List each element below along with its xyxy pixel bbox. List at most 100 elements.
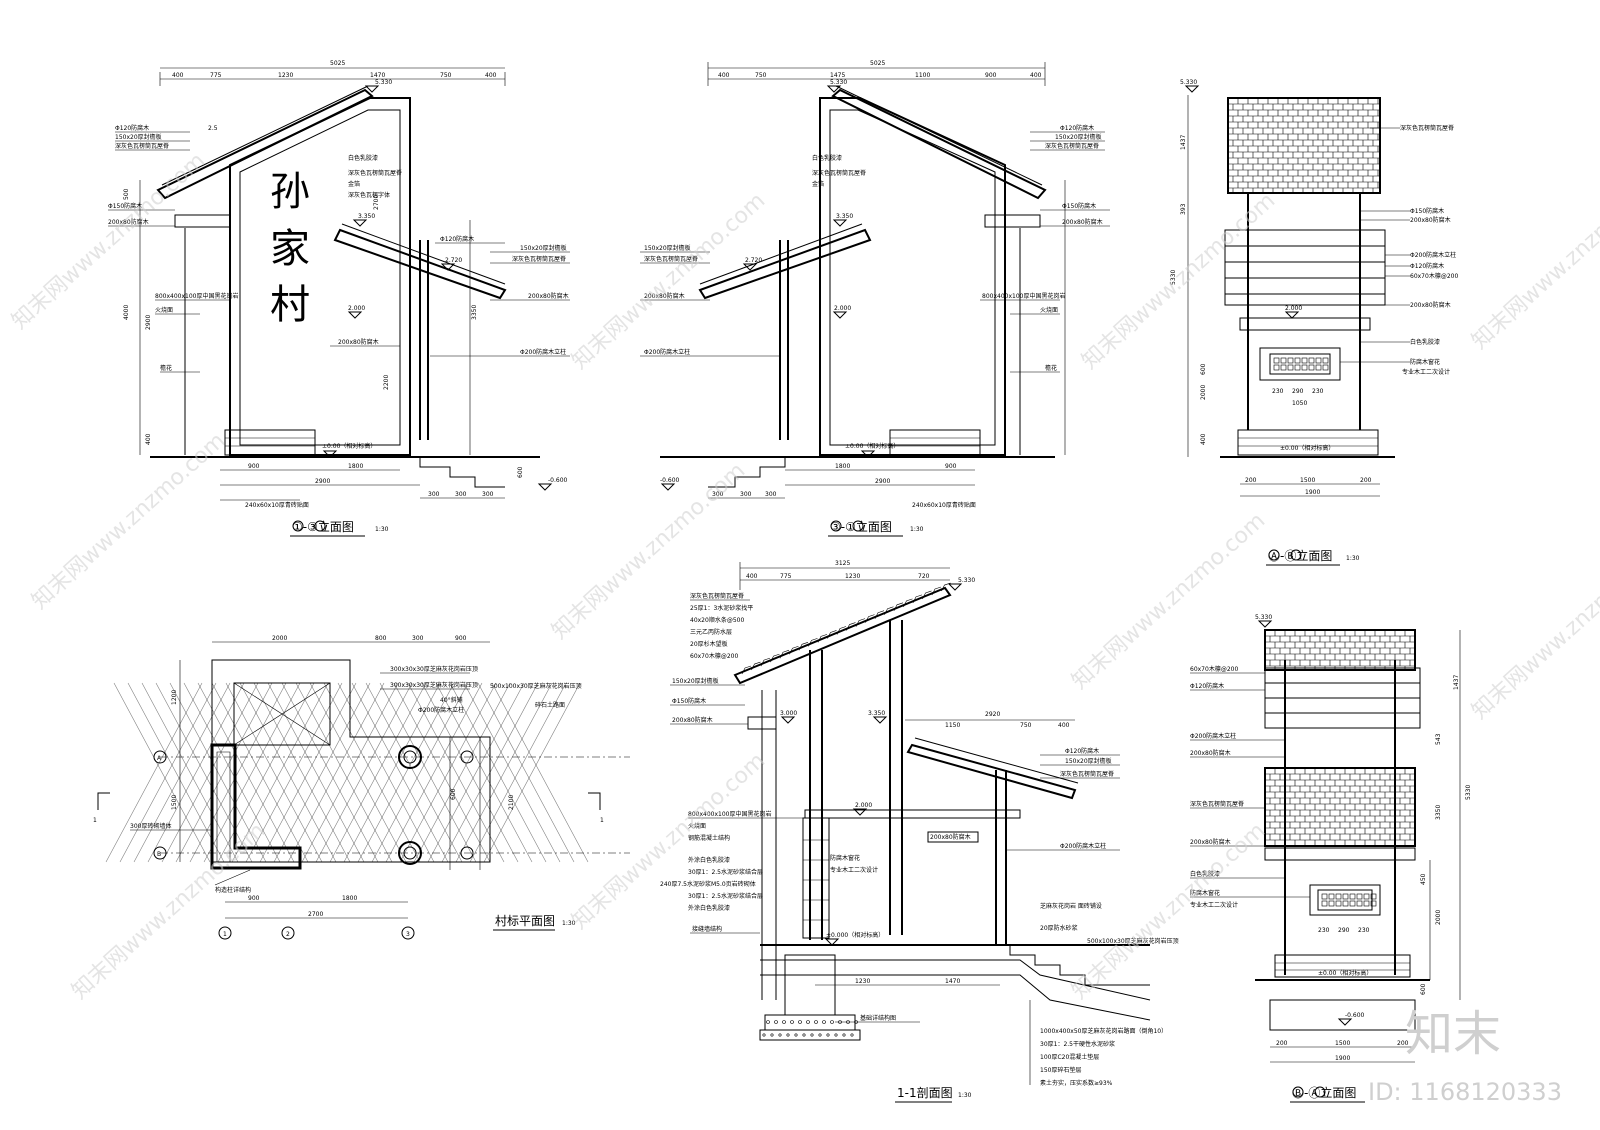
dim: 230 (1272, 388, 1284, 395)
dim: 300 (765, 491, 777, 498)
brick-base (224, 429, 316, 456)
callout: Φ120防腐木 (440, 235, 474, 243)
callout: 外涂白色乳胶漆 (688, 856, 730, 864)
callout: 800x400x100厚中国黑花岗岩 (982, 292, 1065, 300)
callout: 三元乙丙防水层 (690, 628, 732, 636)
level: ±0.00（相对标高） (322, 442, 376, 450)
callout: 200x80防腐木 (1062, 218, 1103, 226)
callout: 30厚1：2.5水泥砂浆结合层 (688, 868, 763, 876)
elevation-A-B: 200 1500 200 1900 230 290 230 1050 1437 … (1170, 79, 1458, 566)
dim: 1900 (1335, 1055, 1350, 1062)
caption: ①-③立面图 (292, 519, 354, 534)
dim: 400 (1030, 72, 1042, 79)
vdim: 400 (145, 433, 152, 445)
callout: Φ120防腐木 (1065, 747, 1099, 755)
vdim: 1200 (171, 690, 178, 705)
vdim: 393 (1180, 203, 1187, 215)
dim: 400 (172, 72, 184, 79)
callout: 火烧面 (155, 306, 173, 314)
dim: 750 (755, 72, 767, 79)
level: 2.000 (855, 802, 872, 809)
level: 5.330 (1180, 79, 1197, 86)
level: -0.600 (660, 477, 680, 484)
callout: 25厚1：3水泥砂浆找平 (690, 604, 753, 612)
callout: 100厚C20混凝土垫层 (1040, 1053, 1099, 1061)
note: 240x60x10厚青砖贴面 (245, 501, 309, 509)
level: 3.000 (780, 710, 797, 717)
callout: 防腐木窗花 (1410, 358, 1440, 366)
slope: 2.5 (208, 125, 218, 132)
vdim: 5330 (1170, 270, 1177, 285)
vdim: 500 (123, 188, 130, 200)
vdim: 2000 (1435, 910, 1442, 925)
callout: 基础详结构图 (860, 1014, 896, 1022)
level: 2.000 (348, 305, 365, 312)
dim: 290 (1292, 388, 1304, 395)
elevation-3-1: 5025 400 750 1475 1100 900 400 1800 900 … (640, 60, 1110, 537)
callout: Φ200防腐木立柱 (520, 348, 566, 356)
lower-roof-section (906, 743, 1077, 800)
dim: 200 (1276, 1040, 1288, 1047)
callout: Φ150防腐木 (1410, 207, 1444, 215)
dim: 2900 (315, 478, 330, 485)
note: 240x60x10厚青砖贴面 (912, 501, 976, 509)
level: ±0.00（相对标高） (845, 442, 899, 450)
section-left-labels: 深灰色瓦楞筒瓦屋脊 25厚1：3水泥砂浆找平 40x20顺水条@500 三元乙丙… (660, 592, 803, 934)
dim: 750 (1020, 722, 1032, 729)
callout: 白色乳胶漆 (348, 154, 378, 162)
dim: 230 (1358, 927, 1370, 934)
sign-wall (229, 97, 411, 456)
section-right-labels: Φ120防腐木 150x20厚封檐板 深灰色瓦楞筒瓦屋脊 Φ200防腐木立柱 2… (830, 747, 1179, 1023)
vdim: 600 (1420, 983, 1427, 995)
level: -0.600 (1345, 1012, 1365, 1019)
callout: 20厚杉木望板 (690, 640, 728, 648)
vdim: 2700 (373, 195, 380, 210)
axis-label: 2 (286, 931, 290, 938)
callout: 200x80防腐木 (1410, 301, 1451, 309)
callout: 60x70木檩@200 (1190, 665, 1238, 673)
vdim: 2900 (145, 315, 152, 330)
callout: Φ200防腐木立柱 (1410, 251, 1456, 259)
level: -0.600 (548, 477, 568, 484)
vdim: 600 (450, 788, 457, 800)
level: 2.000 (1285, 305, 1302, 312)
dim: 300 (412, 635, 424, 642)
callout: 500x100x30厚芝麻灰花岗岩压顶 (1087, 937, 1179, 945)
dim: 1900 (1305, 489, 1320, 496)
callout: 300厚砖砌墙体 (130, 822, 171, 830)
callout: 1000x400x50厚芝麻灰花岗岩路面（倒角10） (1040, 1027, 1167, 1035)
dim: 1475 (830, 72, 845, 79)
brick-base (1237, 429, 1379, 456)
steps (708, 457, 786, 488)
caption: 村标平面图 (495, 914, 555, 928)
level: 2.720 (745, 257, 762, 264)
roof-tile-pattern (1264, 630, 1415, 670)
callout: Φ200防腐木立柱 (1060, 842, 1106, 850)
dim: 1230 (278, 72, 293, 79)
scale: 1:30 (562, 920, 576, 927)
dim: 2920 (985, 711, 1000, 718)
main-roof-section (733, 586, 952, 685)
callout: 防腐木窗花 (1190, 889, 1220, 897)
footing-hatch (762, 1020, 858, 1037)
dim: 230 (1318, 927, 1330, 934)
lattice-grid (1321, 893, 1377, 907)
dim: 1800 (348, 463, 363, 470)
callout: 200x80防腐木 (644, 292, 685, 300)
main-roof (831, 88, 1047, 200)
dim: 1150 (945, 722, 960, 729)
callout: 深灰色瓦楞筒瓦屋脊 (644, 255, 698, 263)
callout: 150x20厚封檐板 (1065, 757, 1112, 765)
vdim: 1437 (1180, 135, 1187, 150)
callout: 专业木工二次设计 (1190, 901, 1238, 909)
scale: 1:30 (1346, 555, 1360, 562)
callout: 深灰色瓦楞筒瓦屋脊 (512, 255, 566, 263)
dim: 1470 (370, 72, 385, 79)
callout: 60x70木檩@200 (1410, 272, 1458, 280)
lattice-panel (1309, 884, 1381, 916)
level: 3.350 (358, 213, 375, 220)
level: ±0.00（相对标高） (1280, 444, 1334, 452)
callout: 800x400x100厚中国黑花岗岩 (155, 292, 238, 300)
dim: 200 (1360, 477, 1372, 484)
sign-inner-frame (239, 109, 401, 446)
